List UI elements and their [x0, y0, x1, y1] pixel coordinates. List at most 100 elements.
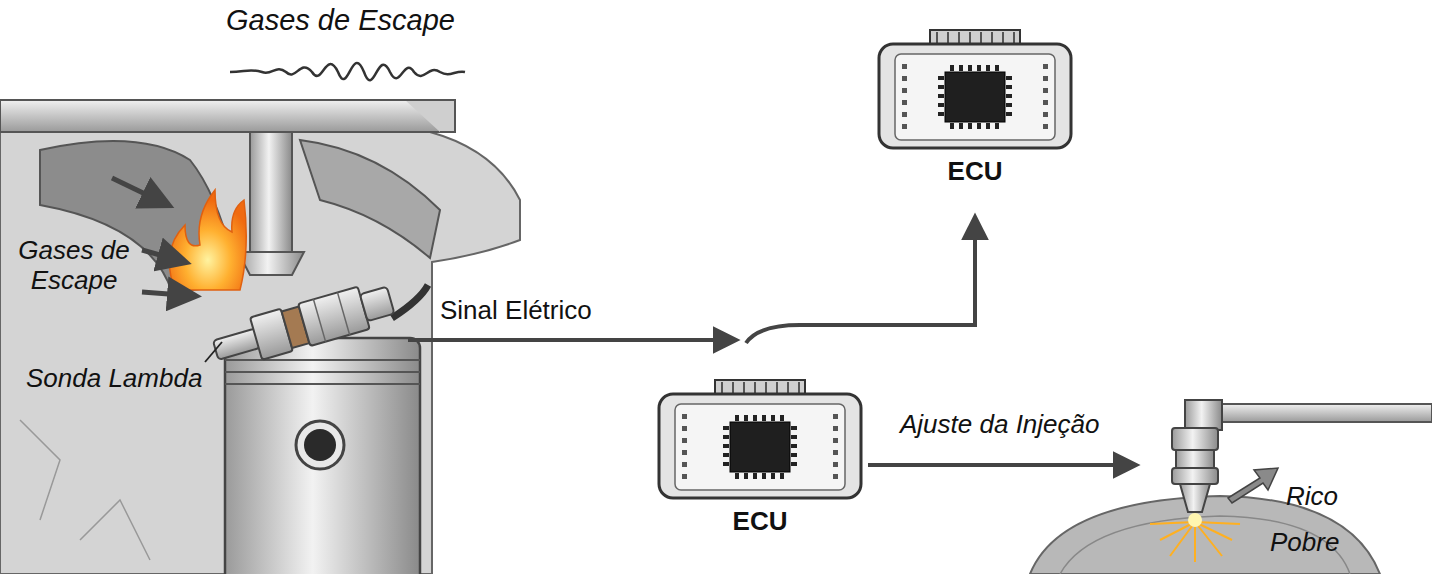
engine-head-part — [238, 252, 304, 275]
ecu-module-part — [902, 112, 907, 117]
ecu-module-part — [947, 32, 949, 44]
fuel-injector-part-part — [1160, 522, 1195, 540]
fuel-injector-part — [1176, 450, 1214, 468]
ecu-module-part — [833, 474, 838, 479]
fuel-injector-part — [1215, 404, 1432, 422]
ecu-module-part — [682, 426, 687, 431]
engine-head-part — [20, 420, 150, 560]
fuel-injector-part — [1150, 522, 1240, 562]
ecu-module-part — [938, 76, 944, 80]
combustion-flame — [169, 190, 246, 290]
ecu-label: ECU — [655, 506, 865, 537]
mixture-arrow — [1228, 468, 1278, 503]
text-label: Rico — [1286, 482, 1338, 512]
ecu-module-part — [744, 415, 748, 421]
ecu-module-part — [791, 435, 797, 439]
ecu-module-part — [969, 32, 971, 44]
fuel-injector-part — [1060, 516, 1350, 574]
fuel-injector-part-part — [1195, 522, 1222, 556]
ecu-module-part — [771, 473, 775, 479]
ecu-module-part — [833, 414, 838, 419]
signal-arrow-part — [868, 463, 1135, 467]
lambda-sensor — [205, 279, 428, 371]
ecu-outline — [655, 378, 865, 502]
ecu-module-part — [682, 462, 687, 467]
ecu-module-part — [1006, 94, 1012, 98]
ecu-module-part — [902, 64, 907, 69]
ecu-module-part — [735, 473, 739, 479]
ecu-module-part — [833, 450, 838, 455]
ecu-module-part — [1043, 112, 1048, 117]
ecu-module-part — [780, 473, 784, 479]
ecu-module-part — [776, 382, 778, 394]
gas-flow-arrow-part — [112, 178, 168, 205]
ecu-module-part — [950, 123, 954, 129]
ecu-module-part — [730, 422, 790, 472]
ecu-module-part — [753, 473, 757, 479]
ecu-module-part — [879, 44, 1071, 148]
engine-head-part — [250, 132, 292, 252]
ecu-module-part — [959, 65, 963, 71]
ecu-module-part — [902, 76, 907, 81]
engine-head-part — [300, 140, 440, 258]
piston-part — [225, 338, 420, 574]
text-label: Sinal Elétrico — [440, 296, 592, 326]
ecu-module-part — [682, 414, 687, 419]
ecu-module-part — [735, 415, 739, 421]
ecu-module-part — [833, 462, 838, 467]
lambda-sensor-part — [210, 279, 397, 371]
ecu-module-part — [723, 453, 729, 457]
ecu-module-part — [950, 65, 954, 71]
ecu-module-part — [1006, 103, 1012, 107]
ecu-module-part — [938, 103, 944, 107]
ecu-module-part — [986, 123, 990, 129]
fuel-injector-part-part — [1195, 522, 1232, 540]
signal-arrow-part — [408, 338, 735, 342]
ecu-box: ECU — [875, 28, 1075, 187]
ecu-module-part — [936, 32, 938, 44]
text-label: Ajuste da Injeção — [900, 410, 1099, 440]
ecu-module — [879, 30, 1071, 148]
ecu-module-part — [771, 415, 775, 421]
lambda-sensor-part-part — [337, 292, 349, 334]
ecu-module-part — [945, 72, 1005, 122]
text-label: Sonda Lambda — [26, 364, 202, 394]
ecu-module-part — [753, 415, 757, 421]
ecu-module-part — [743, 382, 745, 394]
ecu-module-part — [958, 32, 960, 44]
lambda-sensor-part-part — [360, 287, 395, 322]
ecu-module-part — [723, 426, 729, 430]
mixture-arrow-part — [1228, 468, 1278, 503]
ecu-module-part — [791, 444, 797, 448]
text-label: Gases de Escape — [226, 4, 455, 37]
ecu-module-part — [787, 382, 789, 394]
ecu-module-part — [721, 382, 723, 394]
ecu-module-part — [682, 450, 687, 455]
signal-arrow-part — [746, 218, 975, 343]
ecu-module-part — [723, 462, 729, 466]
text-label: Gases de Escape — [8, 236, 140, 296]
fuel-injector-part-part — [1195, 522, 1240, 524]
text-label: Pobre — [1270, 528, 1339, 558]
fuel-injector-part-part — [1170, 522, 1195, 556]
gas-flow-arrow-part — [142, 250, 185, 262]
ecu-module-part — [780, 415, 784, 421]
fuel-injector-part — [1172, 468, 1218, 484]
ecu-module-part — [723, 435, 729, 439]
ecu-module-part — [902, 100, 907, 105]
ecu-module-part — [895, 54, 1055, 140]
gas-flow-arrow-part — [142, 292, 195, 296]
ecu-module-part — [791, 426, 797, 430]
ecu-module-part — [968, 65, 972, 71]
ecu-module-part — [833, 426, 838, 431]
fuel-injector-part-part — [1194, 522, 1196, 562]
ecu-module-part — [1043, 64, 1048, 69]
piston-part — [225, 383, 420, 385]
fuel-injector-part — [1188, 513, 1202, 527]
ecu-module-part — [754, 382, 756, 394]
ecu-module-part — [968, 123, 972, 129]
fuel-injector-part — [1172, 428, 1218, 450]
ecu-module-part — [1043, 76, 1048, 81]
ecu-module-part — [1002, 32, 1004, 44]
